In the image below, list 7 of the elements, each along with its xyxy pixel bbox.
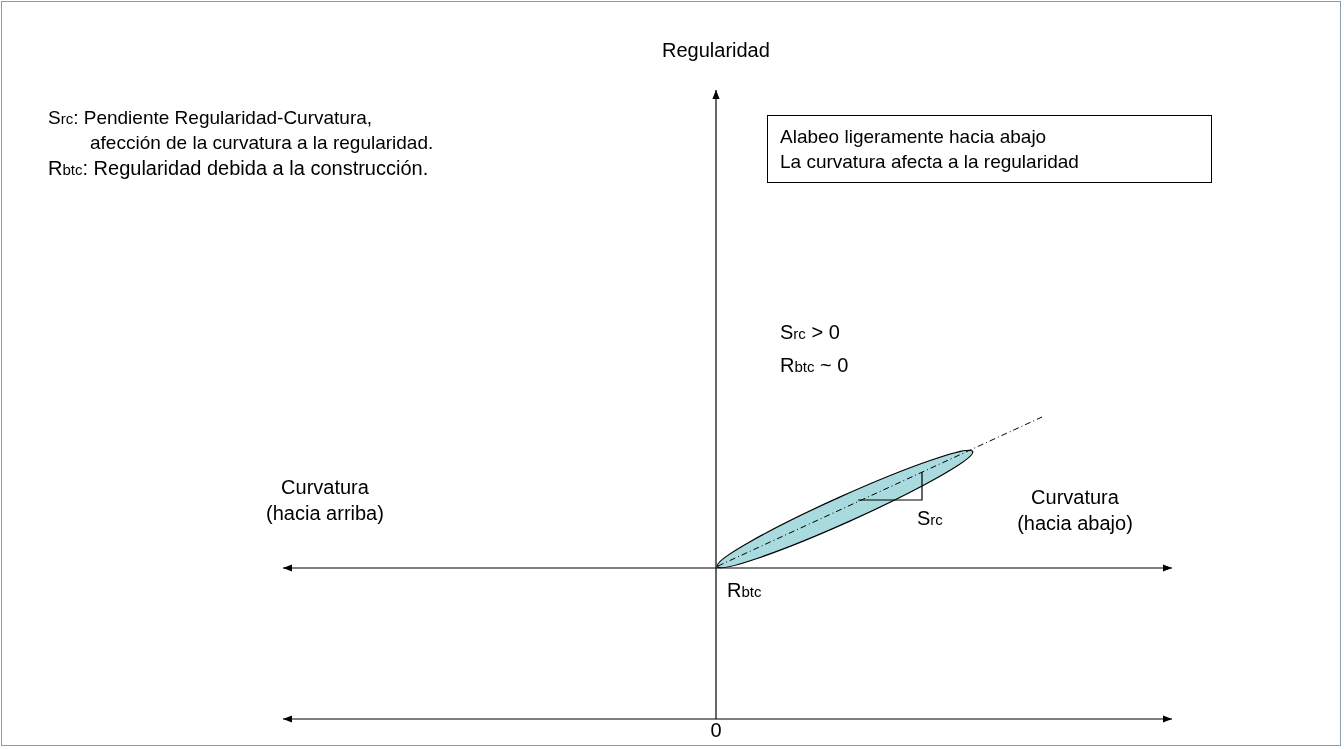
origin-label: 0 — [710, 718, 722, 742]
axis-end-label: Curvatura (hacia abajo) — [1016, 485, 1134, 536]
note-text: Alabeo ligeramente hacia abajo — [780, 125, 1048, 149]
note-text: La curvatura afecta a la regularidad — [780, 150, 1080, 174]
note-box — [767, 115, 1212, 183]
axis-title: Regularidad — [662, 38, 770, 62]
axis-end-label: Curvatura (hacia arriba) — [265, 475, 385, 526]
